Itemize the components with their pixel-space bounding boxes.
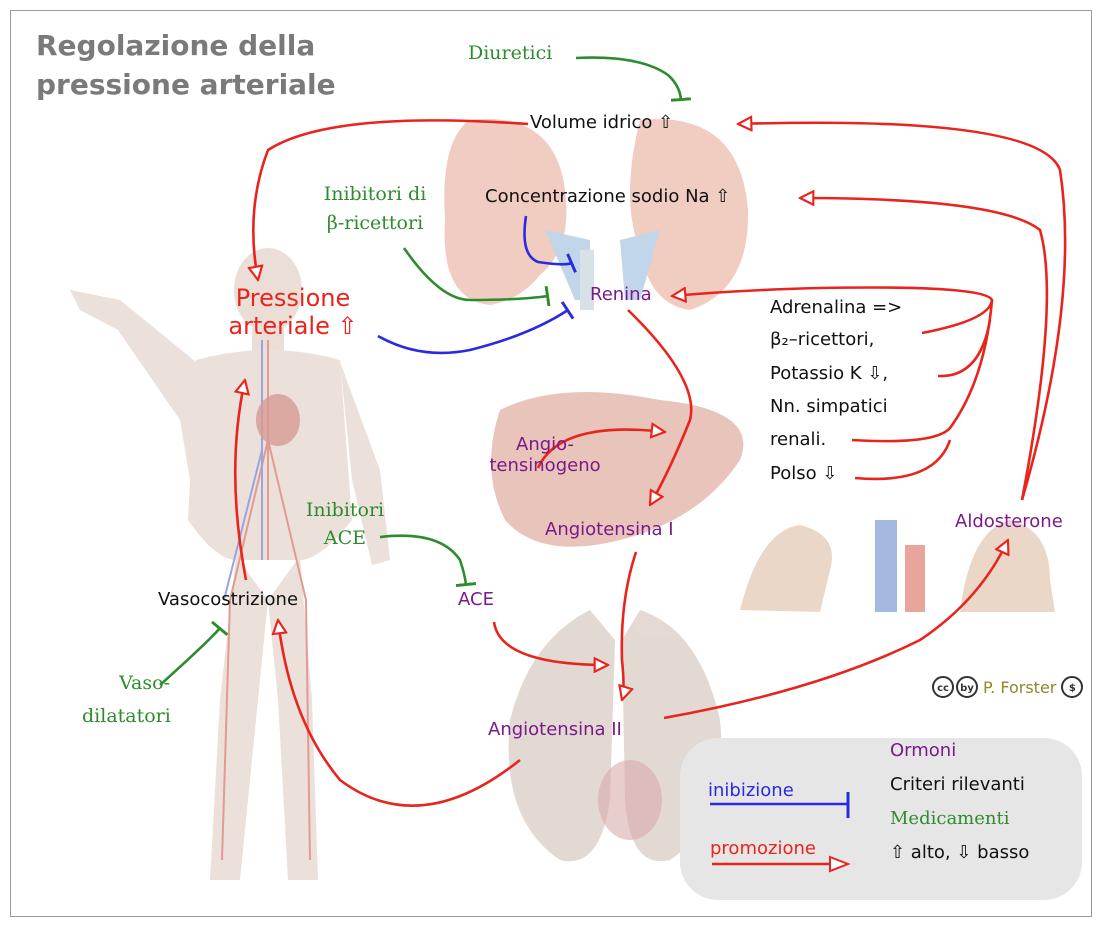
diagram-frame (10, 10, 1092, 917)
node-volume-idrico: Volume idrico ⇧ (530, 112, 674, 133)
node-potassio: Potassio K ⇩, (770, 363, 889, 384)
legend-promotion-label: promozione (710, 838, 816, 859)
legend-arrows: ⇧ alto, ⇩ basso (890, 842, 1030, 863)
credit-badge: cc by P. Forster $ (932, 676, 1084, 698)
node-angiotensinogeno: Angio- tensinogeno (470, 434, 620, 476)
drug-ace-line-1: Inibitori (305, 499, 385, 521)
legend-hormones: Ormoni (890, 740, 957, 761)
node-renina: Renina (590, 284, 652, 305)
drug-arrows (159, 56, 692, 686)
drug-beta-line-1: Inibitori di (323, 183, 427, 205)
arrow-angiotensina2-to-vasocostrizione (278, 620, 521, 807)
by-icon: by (956, 676, 978, 698)
promotion-arrows (233, 119, 1067, 807)
credit-author: P. Forster (983, 677, 1057, 697)
human-body-illustration (70, 248, 390, 880)
node-simpatici: Nn. simpatici (770, 396, 888, 417)
pressione-line-1: Pressione (235, 284, 351, 312)
arrow-renali-to-curve (851, 299, 994, 443)
drug-ace-inhibitors: Inibitori ACE (290, 497, 400, 552)
legend-criteria: Criteri rilevanti (890, 774, 1025, 795)
adrenal-illustration (740, 520, 1055, 612)
inhibit-pressione-to-renina (377, 301, 575, 355)
legend: inibizione promozione Ormoni Criteri ril… (680, 738, 1082, 900)
drug-beta-inhibitors: Inibitori di β-ricettori (310, 180, 440, 237)
arrow-angiotensina2-to-aldosterone (663, 540, 1008, 720)
cc-icon: cc (932, 676, 954, 698)
drug-ace-to-ace (379, 534, 477, 587)
liver-illustration (491, 392, 744, 547)
inhibition-arrows (377, 215, 577, 355)
node-polso: Polso ⇩ (770, 463, 838, 484)
arrow-ace-to-lungs (492, 621, 608, 665)
legend-symbols (710, 792, 851, 873)
node-adrenalina: Adrenalina => (770, 297, 903, 318)
noncommercial-icon: $ (1061, 676, 1084, 698)
arrow-angiotensinogeno-to-liver (536, 430, 665, 469)
node-renali: renali. (770, 429, 827, 450)
drug-beta-to-renina (402, 247, 551, 307)
arrow-aldosterone-to-volume (738, 123, 1067, 501)
drug-beta-line-2: β-ricettori (326, 211, 424, 234)
node-pressione-arteriale: Pressione arteriale ⇧ (218, 284, 368, 340)
arrow-volume-to-pressione (253, 119, 529, 280)
drug-ace-line-2: ACE (323, 526, 367, 549)
arrow-renina-to-angiotensina1 (627, 309, 693, 505)
angiotensinogeno-line-2: tensinogeno (489, 454, 601, 476)
drug-vaso-line-1: Vaso- (119, 672, 170, 694)
inhibit-sodio-to-renina (523, 215, 577, 273)
drug-diuretici-to-volume (575, 56, 692, 102)
node-aldosterone: Aldosterone (955, 511, 1063, 532)
drug-diuretici: Diuretici (468, 42, 553, 64)
drug-vaso-to-vasocostrizione (159, 620, 229, 686)
kidneys-illustration (444, 119, 749, 310)
node-beta2: β₂–ricettori, (770, 329, 875, 350)
pressione-line-2: arteriale ⇧ (228, 311, 358, 340)
arrow-polso-to-curve (854, 439, 952, 481)
arrow-vasocostrizione-to-pressione (233, 380, 246, 581)
angiotensinogeno-line-1: Angio- (516, 434, 574, 455)
arrow-adrenalina-to-renina (672, 286, 994, 335)
arrow-angiotensina1-to-angiotensina2 (622, 551, 638, 700)
legend-inhibition-label: inibizione (708, 780, 794, 801)
node-concentrazione-sodio: Concentrazione sodio Na ⇧ (485, 186, 731, 207)
node-angiotensina-1: Angiotensina I (545, 519, 674, 540)
drug-vasodilatatori: Vaso- dilatatori (82, 667, 171, 734)
arrow-aldosterone-to-sodio (800, 198, 1049, 501)
drug-vaso-line-2: dilatatori (82, 705, 171, 728)
node-vasocostrizione: Vasocostrizione (158, 589, 299, 610)
diagram-title: Regolazione della pressione arteriale (36, 29, 336, 102)
legend-drugs: Medicamenti (890, 808, 1010, 829)
node-ace: ACE (458, 589, 494, 610)
node-angiotensina-2: Angiotensina II (488, 719, 622, 740)
